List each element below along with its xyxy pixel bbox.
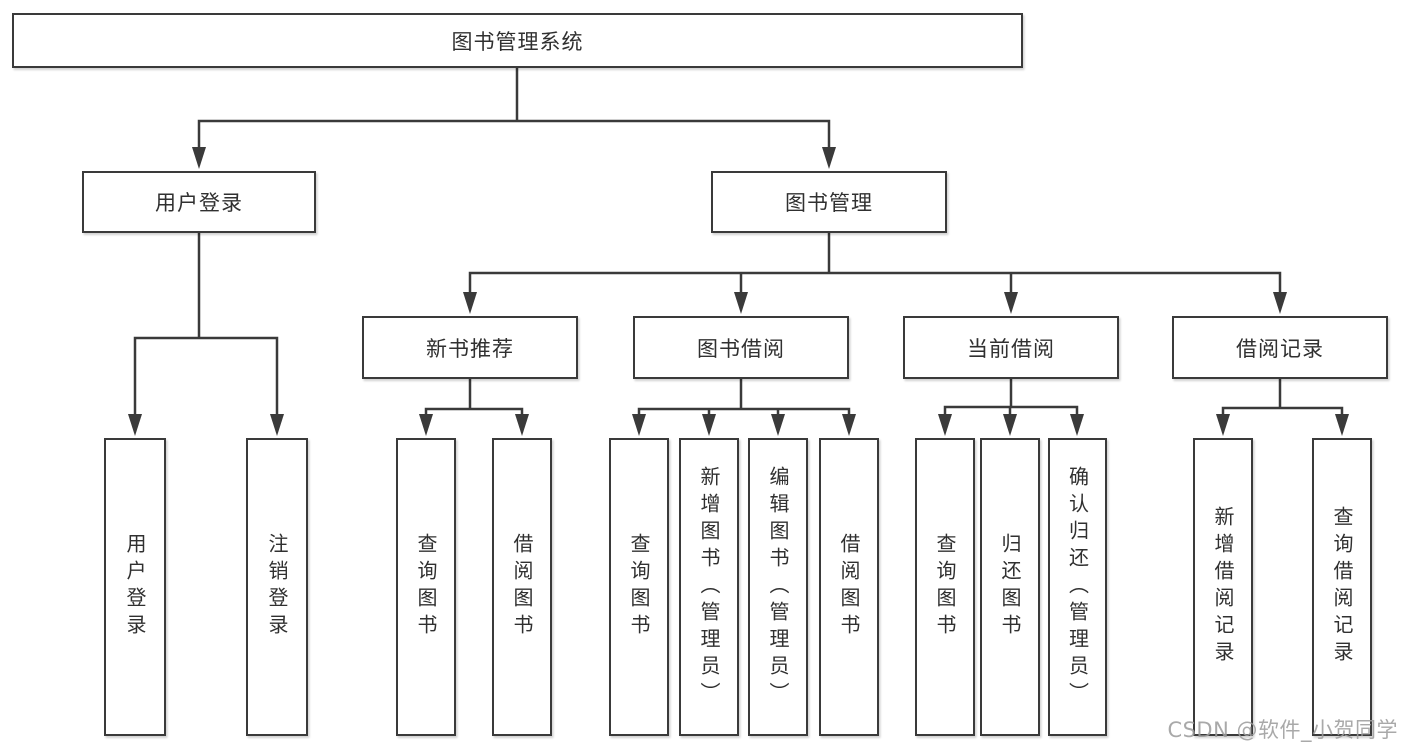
node-label: 查询图书 — [627, 533, 651, 641]
edge-user-login-split — [133, 231, 279, 420]
leaf-nr-query-books: 查询图书 — [396, 438, 456, 736]
node-label: 新增图书（管理员） — [697, 465, 721, 709]
node-label: 图书管理系统 — [451, 29, 584, 54]
leaf-bb-query-books: 查询图书 — [609, 438, 669, 736]
leaf-br-query-record: 查询借阅记录 — [1312, 438, 1372, 736]
edge-book-mgmt-split — [468, 231, 1282, 298]
leaf-cb-confirm-return-admin: 确认归还（管理员） — [1048, 438, 1107, 736]
node-label: 借阅图书 — [510, 533, 534, 641]
leaf-cb-return-books: 归还图书 — [980, 438, 1040, 736]
node-label: 图书管理 — [785, 191, 873, 215]
node-current-borrow: 当前借阅 — [903, 316, 1119, 379]
node-label: 查询借阅记录 — [1330, 506, 1354, 668]
node-label: 查询图书 — [933, 533, 957, 641]
node-label: 确认归还（管理员） — [1065, 465, 1090, 709]
leaf-bb-add-books-admin: 新增图书（管理员） — [679, 438, 739, 736]
node-label: 用户登录 — [123, 533, 147, 641]
node-label: 新书推荐 — [426, 336, 514, 361]
leaf-user-login: 用户登录 — [104, 438, 166, 736]
node-label: 图书借阅 — [697, 336, 785, 361]
edge-new-rec-split — [424, 377, 524, 420]
leaf-bb-borrow-books: 借阅图书 — [819, 438, 879, 736]
csdn-watermark: CSDN @软件_小贺同学 — [1167, 718, 1398, 742]
node-label: 查询图书 — [414, 533, 438, 641]
node-label: 借阅记录 — [1236, 336, 1324, 361]
node-root-library-system: 图书管理系统 — [12, 13, 1023, 68]
edge-book-borrow-split — [637, 377, 851, 420]
edge-root-split — [197, 66, 831, 152]
node-borrow-records: 借阅记录 — [1172, 316, 1388, 379]
node-label: 编辑图书（管理员） — [766, 465, 790, 709]
node-user-login: 用户登录 — [82, 171, 316, 233]
edge-borrow-records-split — [1221, 377, 1344, 420]
node-label: 注销登录 — [265, 533, 289, 641]
edge-current-borrow-split — [943, 377, 1079, 420]
leaf-logout-login: 注销登录 — [246, 438, 308, 736]
node-label: 归还图书 — [998, 533, 1022, 641]
node-label: 新增借阅记录 — [1211, 506, 1235, 668]
node-label: 用户登录 — [155, 191, 243, 215]
node-label: 借阅图书 — [837, 533, 861, 641]
node-label: 当前借阅 — [967, 336, 1055, 361]
node-book-borrow: 图书借阅 — [633, 316, 849, 379]
leaf-nr-borrow-books: 借阅图书 — [492, 438, 552, 736]
node-new-book-recommend: 新书推荐 — [362, 316, 578, 379]
leaf-br-add-record: 新增借阅记录 — [1193, 438, 1253, 736]
node-book-management: 图书管理 — [711, 171, 947, 233]
leaf-bb-edit-books-admin: 编辑图书（管理员） — [748, 438, 808, 736]
leaf-cb-query-books: 查询图书 — [915, 438, 975, 736]
